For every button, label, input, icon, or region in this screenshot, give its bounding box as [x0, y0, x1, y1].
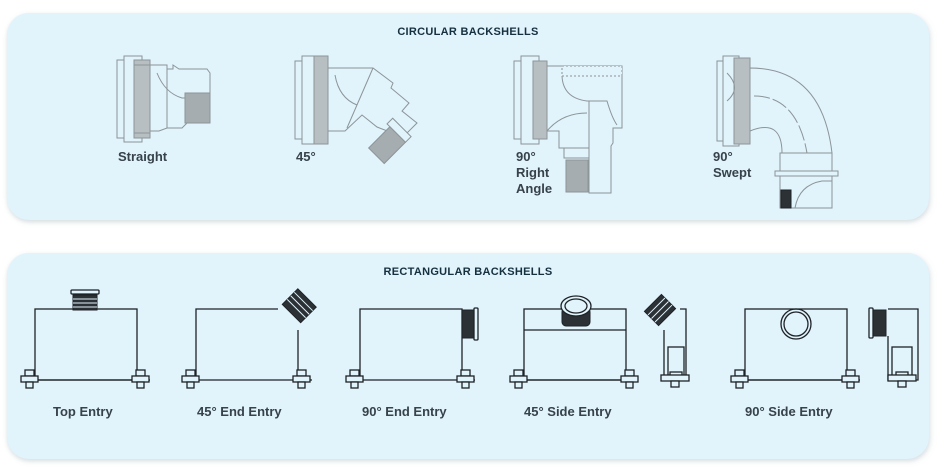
90-side-entry-front-icon: [730, 308, 860, 389]
straight-label: Straight: [118, 149, 168, 164]
90-end-entry-backshell-icon: [345, 307, 479, 389]
90-side-entry-side-icon: [868, 307, 919, 388]
straight-backshell-icon: [116, 55, 211, 143]
45-side-entry-label: 45° Side Entry: [524, 404, 612, 419]
45-end-entry-backshell-icon: [181, 288, 317, 389]
rectangular-section-title: RECTANGULAR BACKSHELLS: [383, 266, 553, 278]
90-swept-backshell-icon: [716, 55, 839, 209]
45-side-entry-side-icon: [643, 293, 690, 388]
45-end-entry-label: 45° End Entry: [197, 404, 282, 419]
90-right-angle-label: 90° Right Angle: [516, 149, 553, 196]
rectangular-backshells-panel: RECTANGULAR BACKSHELLS: [7, 253, 929, 459]
45-degree-backshell-icon: [294, 55, 418, 165]
90-end-entry-label: 90° End Entry: [362, 404, 447, 419]
circular-backshells-panel: CIRCULAR BACKSHELLS Straight: [7, 13, 929, 220]
45-side-entry-front-icon: [509, 295, 639, 389]
circular-section-title: CIRCULAR BACKSHELLS: [397, 26, 539, 38]
top-entry-label: Top Entry: [53, 404, 113, 419]
45-degree-label: 45°: [296, 149, 316, 164]
90-right-angle-backshell-icon: [513, 55, 623, 194]
90-swept-label: 90° Swept: [713, 149, 752, 180]
top-entry-backshell-icon: [20, 289, 150, 389]
90-side-entry-label: 90° Side Entry: [745, 404, 833, 419]
